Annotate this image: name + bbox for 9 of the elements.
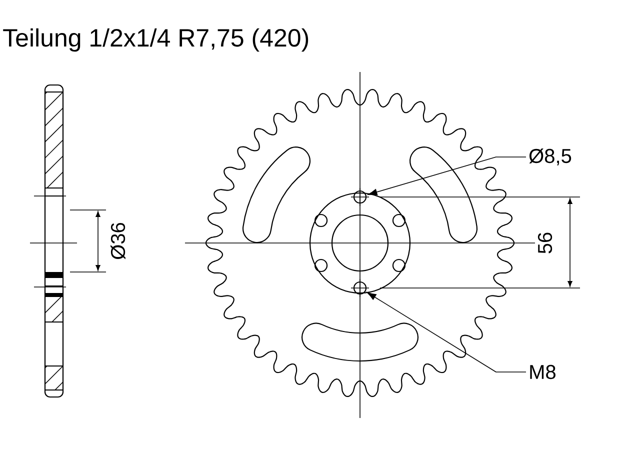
dimension-label: 56: [538, 232, 552, 254]
callout-text: Ø8,5: [529, 148, 572, 166]
dimension-label: Ø36: [110, 222, 126, 260]
leader-line: [366, 292, 526, 372]
callout-text: M8: [530, 364, 556, 380]
bolt-hole: [350, 278, 370, 298]
bolt-hole: [350, 188, 370, 206]
leader-line: [368, 156, 526, 196]
title: Teilung 1/2x1/4 R7,75 (420): [3, 28, 308, 52]
